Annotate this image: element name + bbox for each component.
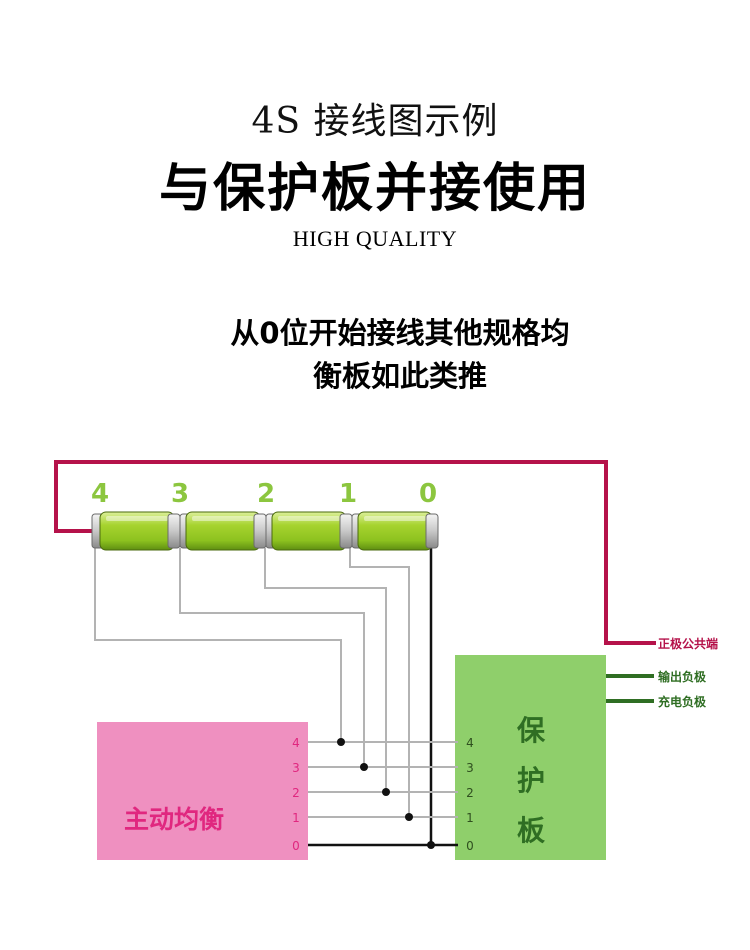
output-negative-label: 输出负极 xyxy=(658,669,707,684)
junction-dot-0 xyxy=(427,841,435,849)
cell-number-2: 2 xyxy=(257,479,275,509)
battery-cell-3 xyxy=(179,511,267,551)
active-balancer-board xyxy=(97,722,308,860)
board-pin-0: 0 xyxy=(466,839,474,853)
junction-dot-1 xyxy=(405,813,413,821)
board-pin-3: 3 xyxy=(466,761,474,775)
active-balancer-label: 主动均衡 xyxy=(124,805,224,834)
cell-number-1: 1 xyxy=(339,479,357,509)
junction-dot-2 xyxy=(382,788,390,796)
quality-tag: HIGH QUALITY xyxy=(292,226,458,251)
positive-common-label: 正极公共端 xyxy=(658,636,718,651)
balancer-pin-3: 3 xyxy=(292,761,300,775)
junction-dot-4 xyxy=(337,738,345,746)
cell-number-4: 4 xyxy=(91,479,109,509)
battery-cell-1 xyxy=(351,511,439,551)
junction-dot-3 xyxy=(360,763,368,771)
board-pin-1: 1 xyxy=(466,811,474,825)
balancer-pin-2: 2 xyxy=(292,786,300,800)
protection-board-char-3: 板 xyxy=(517,814,545,847)
balancer-pin-0: 0 xyxy=(292,839,300,853)
positive-common-wire xyxy=(54,460,656,645)
balancer-pin-1: 1 xyxy=(292,811,300,825)
balance-wire-4 xyxy=(94,548,342,742)
charge-negative-label: 充电负极 xyxy=(658,694,707,709)
battery-cell-2 xyxy=(265,511,353,551)
protection-board-char-1: 保 xyxy=(517,714,546,747)
battery-cell-4 xyxy=(91,511,181,551)
balance-wire-3 xyxy=(179,548,365,767)
balance-wire-2 xyxy=(264,548,387,792)
cell-number-3: 3 xyxy=(171,479,189,509)
board-pin-2: 2 xyxy=(466,786,474,800)
protection-board xyxy=(455,655,606,860)
diagram-subtitle: 4S 接线图示例 xyxy=(251,101,499,142)
balance-wire-1 xyxy=(349,548,410,817)
diagram-title: 与保护板并接使用 xyxy=(158,159,591,219)
board-pin-4: 4 xyxy=(466,736,474,750)
cell-number-0: 0 xyxy=(419,479,437,509)
balancer-pin-4: 4 xyxy=(292,736,300,750)
battery-pack xyxy=(91,511,439,551)
wiring-note-line-2: 衡板如此类推 xyxy=(312,359,487,393)
protection-board-char-2: 护 xyxy=(517,764,545,797)
wiring-note-line-1: 从0位开始接线其他规格均 xyxy=(230,316,570,350)
